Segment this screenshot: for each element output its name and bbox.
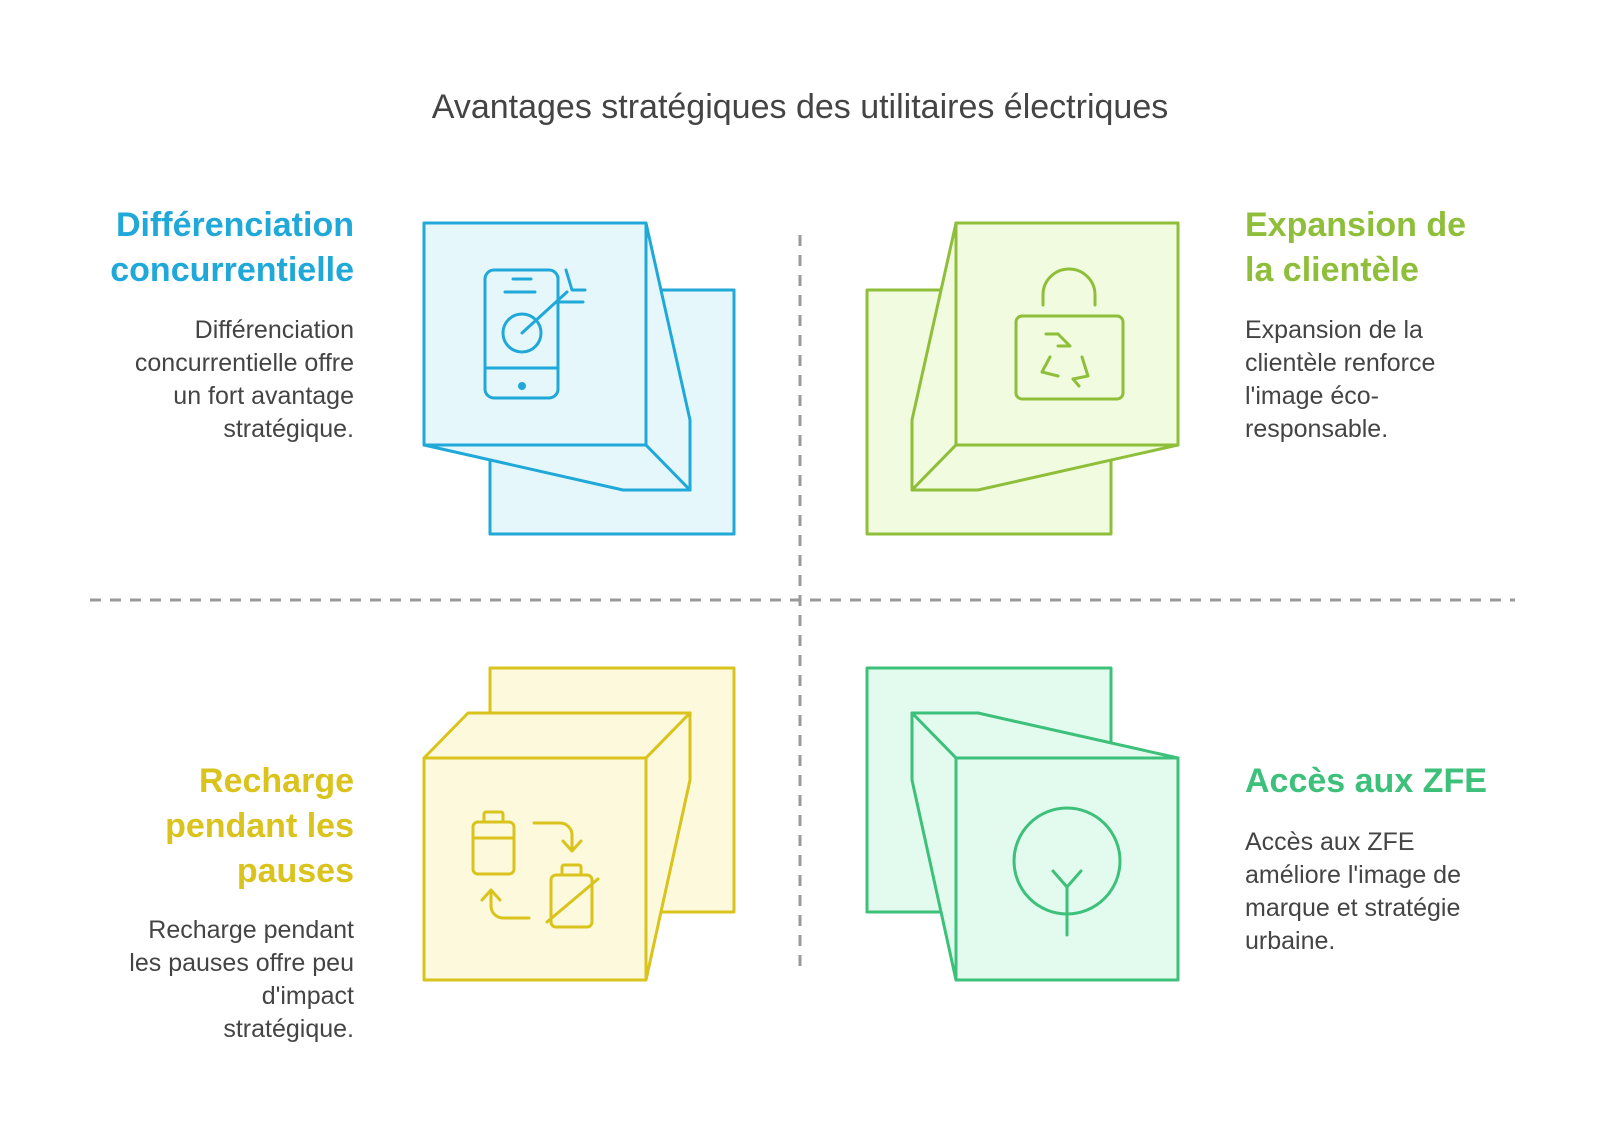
description-expansion: Expansion de la clientèle renforce l'ima…	[1245, 316, 1436, 443]
block-bottom-right	[865, 666, 1180, 982]
description-recharge: Recharge pendant les pauses offre peu d'…	[129, 916, 354, 1043]
block-top-right	[865, 221, 1180, 536]
description-acces-zfe: Accès aux ZFE améliore l'image de marque…	[1245, 828, 1461, 955]
phone-target-icon	[483, 268, 587, 400]
battery-cycle-icon	[471, 810, 600, 929]
page-title: Avantages stratégiques des utilitaires é…	[431, 88, 1169, 126]
heading-differenciation: Différenciation concurrentielle	[110, 206, 354, 289]
block-bottom-left	[422, 666, 736, 982]
heading-acces-zfe: Accès aux ZFE	[1245, 762, 1487, 800]
description-differenciation: Différenciation concurrentielle offre un…	[134, 316, 354, 443]
block-top-left	[422, 221, 736, 536]
heading-recharge: Recharge pendant les pauses	[165, 762, 354, 890]
heading-expansion: Expansion de la clientèle	[1245, 206, 1467, 289]
recycle-bag-icon	[1014, 267, 1125, 401]
tree-icon	[1012, 806, 1122, 937]
